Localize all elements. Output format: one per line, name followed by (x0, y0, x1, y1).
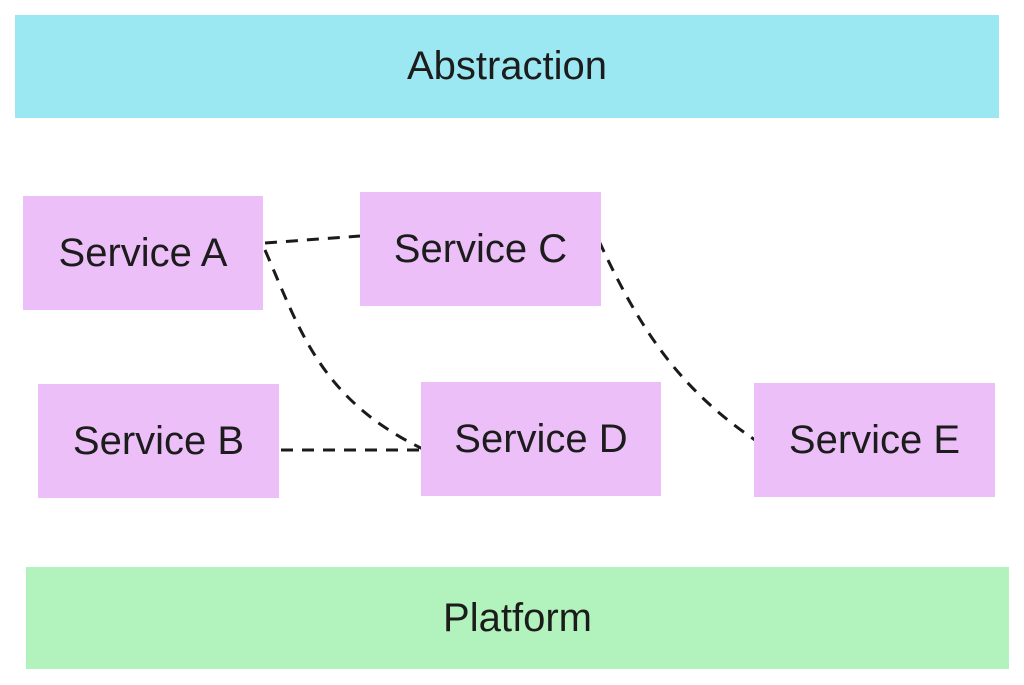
platform-layer: Platform (26, 567, 1009, 669)
service-b-node[interactable]: Service B (38, 384, 279, 498)
connection-a-c (264, 234, 361, 245)
service-a-node[interactable]: Service A (23, 196, 263, 310)
service-d-node[interactable]: Service D (421, 382, 661, 496)
service-c-node[interactable]: Service C (360, 192, 601, 306)
service-e-node[interactable]: Service E (754, 383, 995, 497)
abstraction-layer: Abstraction (15, 15, 999, 118)
